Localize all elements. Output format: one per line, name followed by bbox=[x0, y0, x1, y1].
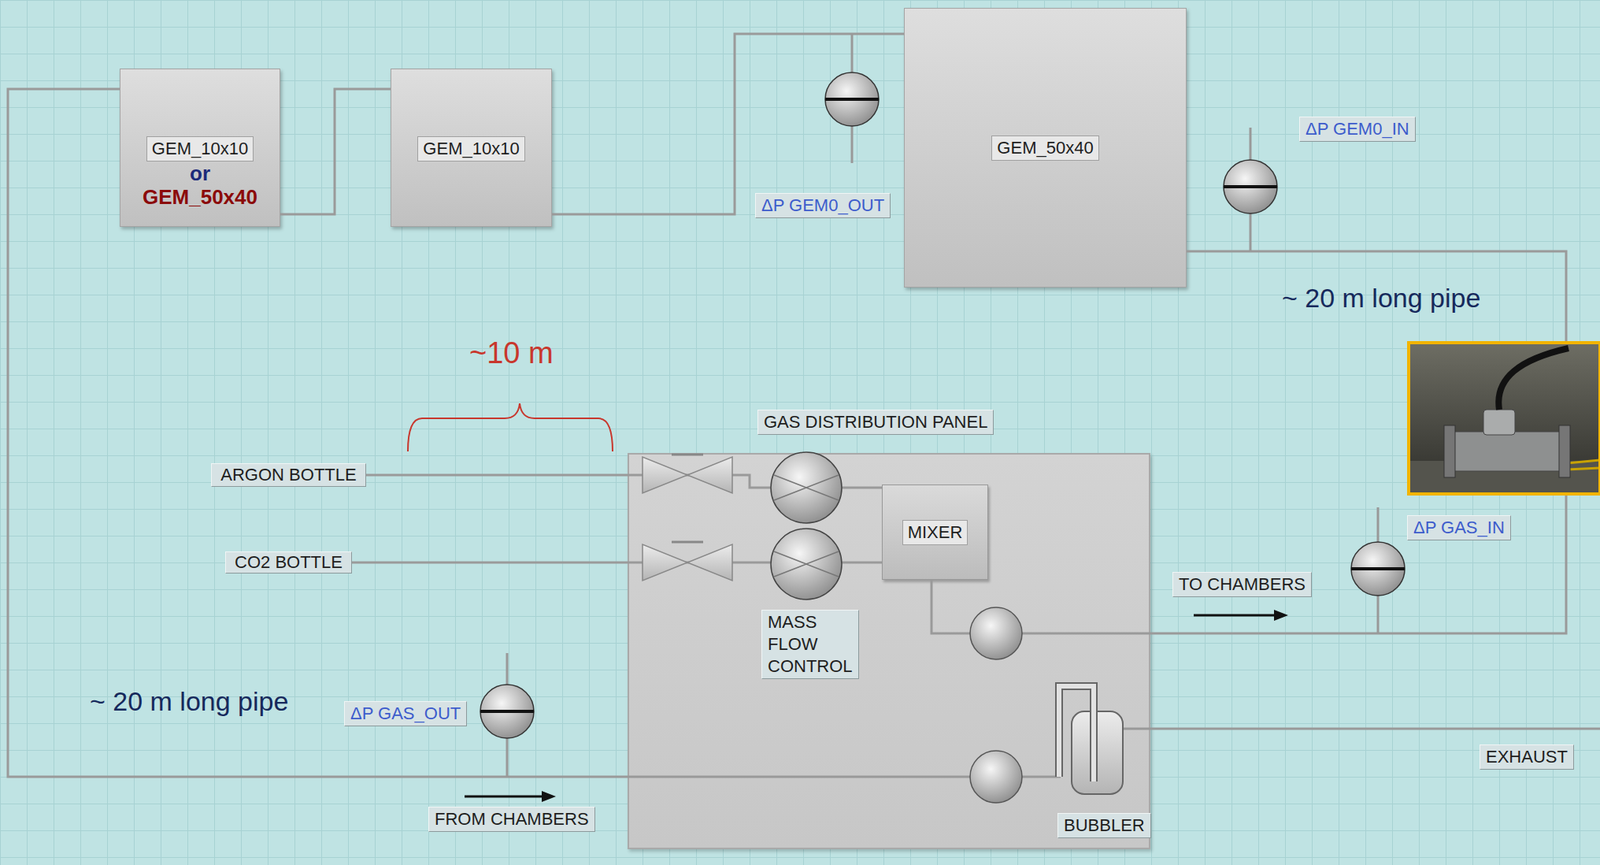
arrow-head bbox=[541, 790, 556, 802]
photo-cable bbox=[1498, 348, 1569, 410]
photo-frame bbox=[1408, 342, 1600, 494]
distribution-panel: GAS DISTRIBUTION PANELMIXER bbox=[627, 452, 1151, 849]
gauge-label: ΔP GAS_IN bbox=[1407, 514, 1512, 541]
arrow-shaft bbox=[464, 795, 545, 798]
pipe-note: ~ 20 m long pipe bbox=[89, 685, 289, 717]
flow-label: TO CHAMBERS bbox=[1172, 571, 1312, 597]
gauge-stem bbox=[1377, 507, 1380, 634]
pipe-note: ~ 20 m long pipe bbox=[1281, 281, 1481, 314]
flow-arrow bbox=[1193, 609, 1289, 621]
photo-flange bbox=[1559, 425, 1571, 478]
photo-cable bbox=[1566, 459, 1600, 463]
gem-chamber-box: GEM_50x40 bbox=[903, 7, 1187, 288]
gauge-label: ΔP GEM0_IN bbox=[1299, 116, 1416, 142]
node-note: GEM_50x40 bbox=[142, 185, 258, 209]
gas-pipe bbox=[280, 88, 391, 215]
gauge-bar bbox=[1223, 185, 1278, 189]
valve-symbol bbox=[642, 541, 733, 581]
mass-flow-controller bbox=[770, 451, 842, 523]
photo-floor bbox=[1410, 460, 1600, 493]
gauge-stem bbox=[851, 33, 854, 163]
dimension-label: ~10 m bbox=[469, 335, 554, 371]
valve-half bbox=[687, 456, 733, 493]
pressure-gauge bbox=[825, 72, 879, 126]
mfc-mark bbox=[774, 474, 839, 500]
arrow-head bbox=[1274, 609, 1289, 621]
mfc-body bbox=[770, 451, 842, 523]
gas-pipe bbox=[7, 88, 628, 777]
valve-handle bbox=[671, 453, 704, 456]
gas-bottle: CO2 BOTTLE bbox=[225, 551, 352, 574]
valve-handle bbox=[671, 540, 704, 544]
valve-symbol bbox=[642, 454, 733, 493]
node-title: GEM_10x10 bbox=[417, 136, 525, 162]
gem-chamber-box: GEM_10x10orGEM_50x40 bbox=[119, 68, 281, 227]
gauge-dial bbox=[480, 684, 534, 738]
gauge-dial bbox=[1351, 541, 1405, 596]
gauge-dial bbox=[825, 72, 879, 126]
node-title: GEM_10x10 bbox=[146, 136, 254, 162]
part-label: MASS FLOW CONTROL bbox=[761, 609, 860, 679]
dimension-brace bbox=[407, 403, 613, 452]
photo-body bbox=[1448, 431, 1567, 471]
gauge-dial bbox=[1223, 159, 1278, 214]
gauge-stems bbox=[507, 33, 1378, 777]
node-title: ARGON BOTTLE bbox=[220, 463, 356, 486]
node-title: MIXER bbox=[902, 519, 969, 545]
mfc-body bbox=[770, 528, 842, 600]
photo-sensor bbox=[1483, 409, 1515, 435]
return-line bbox=[627, 775, 1061, 778]
flow-arrow bbox=[464, 790, 556, 802]
photo-flange bbox=[1444, 425, 1456, 478]
mfc-mark bbox=[774, 551, 839, 577]
gauge-bar bbox=[1351, 566, 1405, 571]
bubbler-vessel bbox=[1071, 711, 1123, 794]
gauge-stem bbox=[1249, 127, 1252, 252]
node-title: GAS DISTRIBUTION PANEL bbox=[757, 409, 994, 435]
photo-ground bbox=[1408, 342, 1600, 494]
exhaust-line bbox=[1122, 727, 1600, 730]
flow-label: FROM CHAMBERS bbox=[428, 806, 596, 832]
node-note: or bbox=[189, 161, 211, 186]
gas-bottle: ARGON BOTTLE bbox=[211, 462, 367, 487]
bubbler-tube bbox=[1059, 685, 1094, 782]
gauge-bar bbox=[480, 709, 534, 713]
bubbler-tube bbox=[1059, 685, 1094, 782]
valve-half bbox=[642, 456, 688, 493]
pump-symbol bbox=[970, 607, 1023, 660]
gauge-label: ΔP GEM0_OUT bbox=[755, 192, 891, 219]
gauge-label: ΔP GAS_OUT bbox=[344, 700, 467, 726]
pump-symbol bbox=[970, 750, 1023, 803]
gauge-stem bbox=[506, 652, 509, 777]
pressure-gauge bbox=[480, 684, 534, 738]
pressure-gauge bbox=[1351, 541, 1405, 596]
mass-flow-controller bbox=[770, 528, 842, 600]
gas-pipe bbox=[366, 474, 882, 488]
gas-pipe bbox=[551, 33, 904, 215]
gas-pipe bbox=[931, 251, 1567, 634]
pressure-gauge bbox=[1223, 159, 1278, 214]
part-label: BUBBLER bbox=[1057, 812, 1152, 838]
valve-half bbox=[642, 544, 688, 581]
outlet-label: EXHAUST bbox=[1479, 744, 1575, 770]
gauge-bar bbox=[825, 97, 879, 101]
gem-chamber-box: GEM_10x10 bbox=[390, 68, 552, 227]
sensor-photo bbox=[1408, 342, 1600, 494]
node-title: CO2 BOTTLE bbox=[234, 551, 343, 574]
gas-pipe bbox=[351, 561, 882, 564]
photo-cable bbox=[1566, 467, 1600, 470]
node-title: GEM_50x40 bbox=[991, 135, 1099, 161]
mixer-box: MIXER bbox=[881, 484, 989, 580]
valve-half bbox=[687, 544, 733, 581]
arrow-shaft bbox=[1193, 614, 1278, 617]
